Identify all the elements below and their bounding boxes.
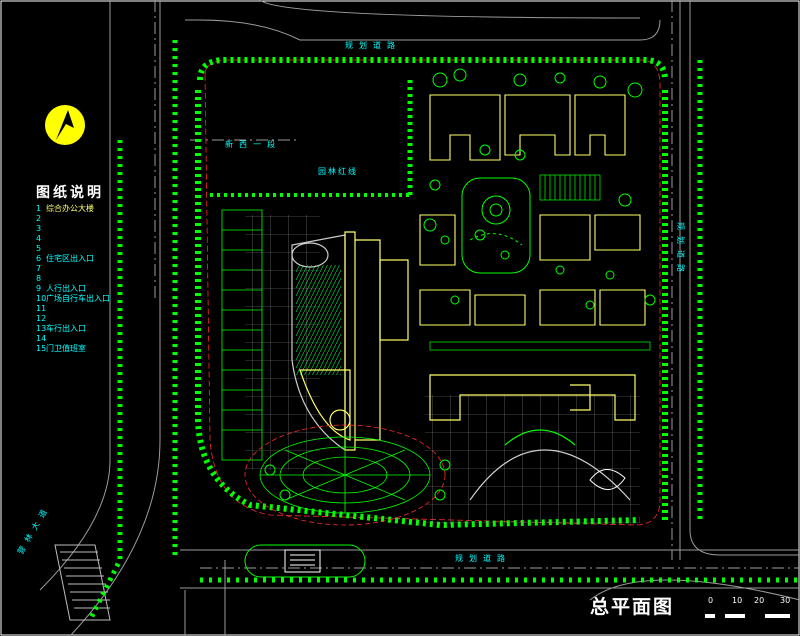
legend-item: 9 人行出入口 — [36, 284, 110, 294]
legend-item-number: 1 — [36, 204, 42, 213]
legend-item-number: 6 — [36, 254, 42, 263]
legend-item-number: 11 — [36, 304, 47, 313]
green-belt-label: 园林红线 — [318, 166, 358, 176]
scale-label: 30 — [780, 596, 791, 605]
residential-hatch — [429, 174, 651, 351]
road-network — [39, 0, 800, 636]
legend-item: 6 住宅区出入口 — [36, 254, 110, 264]
legend-item: 4 — [36, 234, 110, 244]
legend-title: 图纸说明 — [36, 185, 104, 201]
entry-plaza — [244, 424, 446, 526]
south-building — [429, 374, 636, 501]
south-island — [244, 544, 366, 578]
crosswalk — [54, 544, 111, 621]
paving-south — [425, 395, 640, 525]
residential-blocks — [419, 94, 646, 326]
legend-item-number: 13 — [36, 324, 47, 333]
legend-item-number: 12 — [36, 314, 47, 323]
legend-item: 14 — [36, 334, 110, 344]
scale-label: 20 — [754, 596, 765, 605]
legend-item: 8 — [36, 274, 110, 284]
legend-item-number: 10 — [36, 294, 47, 303]
legend-item: 5 — [36, 244, 110, 254]
legend-item: 15门卫值班室 — [36, 344, 110, 354]
legend-item-number: 15 — [36, 344, 47, 353]
legend-item-text: 综合办公大楼 — [46, 204, 94, 213]
scale-label: 10 — [732, 596, 743, 605]
legend-item: 13车行出入口 — [36, 324, 110, 334]
legend-item: 3 — [36, 224, 110, 234]
legend-item: 1 综合办公大楼 — [36, 204, 110, 214]
legend-item: 7 — [36, 264, 110, 274]
legend-item-text: 人行出入口 — [46, 284, 86, 293]
legend-item: 12 — [36, 314, 110, 324]
legend-item-number: 8 — [36, 274, 42, 283]
north-arrow-icon — [45, 105, 85, 145]
legend-item-number: 14 — [36, 334, 47, 343]
legend-item-number: 2 — [36, 214, 42, 223]
scale-bar-graphic — [705, 614, 790, 618]
inner-road-label: 新西一段 — [225, 139, 281, 149]
road-label-north: 规划道路 — [345, 40, 401, 50]
tree-clusters — [264, 68, 656, 501]
legend-item-number: 3 — [36, 224, 42, 233]
legend-item-text: 广场自行车出入口 — [46, 294, 110, 303]
legend-item: 10广场自行车出入口 — [36, 294, 110, 304]
scale-bar: 0 10 20 30 — [700, 596, 800, 616]
tree-rows — [87, 40, 800, 622]
road-label-southwest: 营林大道 — [15, 503, 52, 556]
legend-item-text: 车行出入口 — [46, 324, 86, 333]
leaf-feature — [589, 469, 626, 490]
legend-item-number: 4 — [36, 234, 42, 243]
site-boundary — [204, 59, 661, 526]
scale-label: 0 — [708, 596, 714, 605]
central-garden — [461, 177, 531, 274]
legend-item-text: 住宅区出入口 — [46, 254, 94, 263]
legend-item-number: 9 — [36, 284, 42, 293]
road-label-east: 规划道路 — [676, 222, 686, 278]
legend-item-number: 5 — [36, 244, 42, 253]
legend-item-number: 7 — [36, 264, 42, 273]
legend-item: 2 — [36, 214, 110, 224]
drawing-title: 总平面图 — [590, 596, 675, 618]
legend-item-text: 门卫值班室 — [46, 344, 86, 353]
legend-item: 11 — [36, 304, 110, 314]
road-label-south: 规划道路 — [455, 553, 511, 563]
